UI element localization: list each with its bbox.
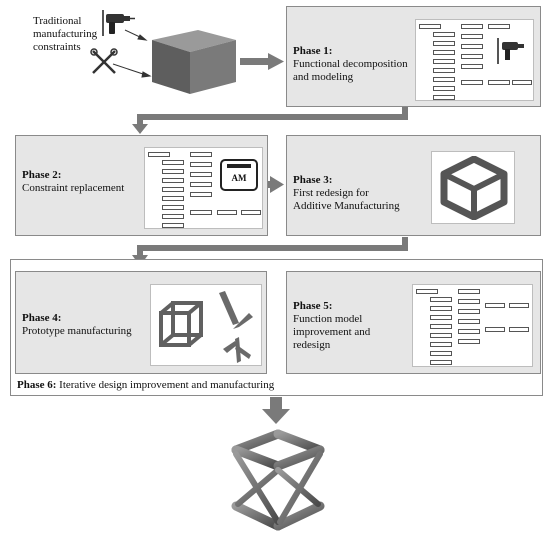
phase2-panel: Phase 2: Constraint replacement AM — [15, 135, 268, 236]
arrow-cube-to-phase1 — [240, 53, 284, 70]
arrow-to-final-part — [262, 397, 290, 424]
phase2-text: Phase 2: Constraint replacement — [22, 169, 125, 194]
strut-parts-image — [219, 291, 253, 363]
phase3-text: Phase 3: First redesign for Additive Man… — [293, 174, 400, 212]
phase5-text: Phase 5: Function model improvement and … — [293, 300, 371, 351]
function-model-thumbnail: AM — [144, 147, 263, 229]
prototype-thumbnail — [150, 284, 262, 366]
phase1-text: Phase 1: Functional decomposition and mo… — [293, 45, 408, 83]
phase4-text: Phase 4: Prototype manufacturing — [22, 312, 132, 337]
wrench-pliers-icon — [90, 48, 118, 74]
phase6-text: Phase 6: Iterative design improvement an… — [17, 379, 275, 391]
am-printer-icon: AM — [220, 159, 258, 191]
phase3-panel: Phase 3: First redesign for Additive Man… — [286, 135, 541, 236]
function-model-thumbnail — [415, 19, 534, 101]
arrow-phase1-to-phase2 — [132, 106, 408, 134]
arrow-phase2-to-phase3 — [268, 176, 284, 193]
drill-icon — [102, 10, 135, 36]
lattice-cube-image — [159, 301, 203, 347]
solid-cube-image — [152, 30, 236, 94]
drill-icon — [497, 38, 524, 64]
am-label: AM — [232, 173, 247, 183]
phase1-panel: Phase 1: Functional decomposition and mo… — [286, 6, 541, 107]
final-lattice-part-image — [231, 429, 325, 531]
constraint-pointer-arrows — [112, 29, 152, 78]
constraints-label: Traditional manufacturing constraints — [33, 15, 98, 53]
improved-function-model-thumbnail — [412, 284, 533, 367]
phase4-panel: Phase 4: Prototype manufacturing — [15, 271, 267, 374]
hollow-cube-image — [440, 156, 508, 220]
hollow-cube-thumbnail — [431, 151, 515, 224]
phase5-panel: Phase 5: Function model improvement and … — [286, 271, 541, 374]
